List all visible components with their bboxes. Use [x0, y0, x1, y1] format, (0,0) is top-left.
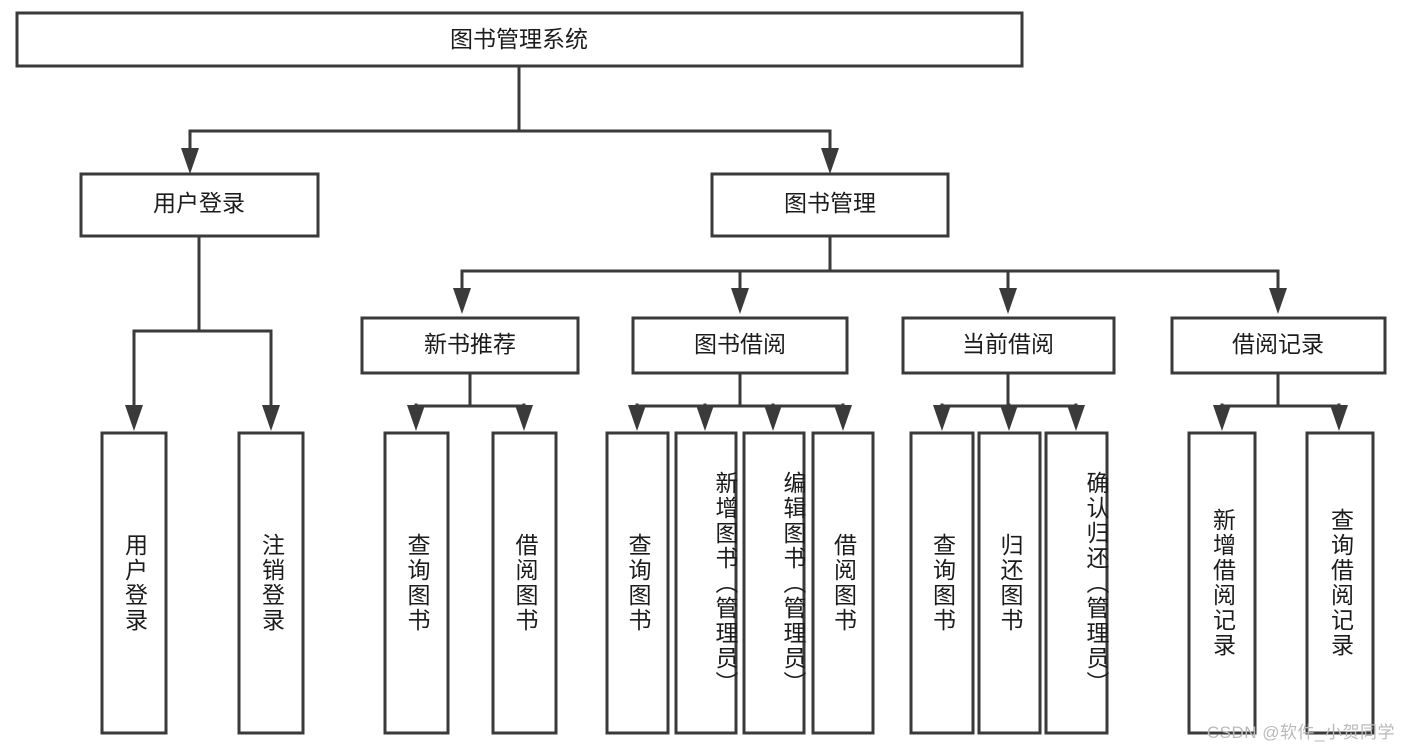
leaf-box-confirm-return[interactable] — [1044, 431, 1109, 735]
node-book-manage-label: 图书管理 — [784, 190, 876, 216]
connector-newbookrec-to-leaves — [407, 371, 533, 431]
leaf-box-query-book-3[interactable] — [909, 431, 975, 735]
node-new-book-rec[interactable]: 新书推荐 — [360, 316, 580, 375]
csdn-watermark: CSDN @软件_小贺同学 — [1206, 723, 1395, 742]
connector-userlogin-to-leaves — [125, 234, 280, 431]
connector-root-to-level2 — [181, 64, 839, 174]
connector-bookmanage-to-level3 — [453, 234, 1287, 314]
node-root-label: 图书管理系统 — [450, 26, 588, 52]
node-root[interactable]: 图书管理系统 — [15, 11, 1024, 68]
node-new-book-rec-label: 新书推荐 — [424, 331, 516, 357]
node-borrow-record-label: 借阅记录 — [1232, 331, 1324, 357]
node-book-manage[interactable]: 图书管理 — [710, 172, 950, 238]
leaf-box-query-book-2[interactable] — [605, 431, 670, 735]
node-user-login[interactable]: 用户登录 — [79, 172, 320, 238]
leaf-box-borrow-book-2[interactable] — [811, 431, 875, 735]
leaf-box-add-record[interactable] — [1187, 431, 1257, 735]
connector-currentborrow-to-leaves — [933, 371, 1085, 431]
leaf-box-query-book-1[interactable] — [383, 431, 450, 735]
leaf-box-user-logout[interactable] — [237, 431, 305, 735]
leaf-box-user-login[interactable] — [100, 431, 168, 735]
leaf-box-return-book[interactable] — [977, 431, 1042, 735]
node-book-borrow-label: 图书借阅 — [694, 331, 786, 357]
leaf-box-add-book[interactable] — [674, 431, 738, 735]
leaf-box-borrow-book-1[interactable] — [491, 431, 558, 735]
node-current-borrow-label: 当前借阅 — [962, 331, 1054, 357]
node-book-borrow[interactable]: 图书借阅 — [631, 316, 849, 375]
connector-borrowrecord-to-leaves — [1213, 371, 1348, 431]
node-user-login-label: 用户登录 — [153, 190, 245, 216]
node-borrow-record[interactable]: 借阅记录 — [1170, 316, 1387, 375]
connector-bookborrow-to-leaves — [628, 371, 852, 431]
leaf-box-edit-book[interactable] — [742, 431, 806, 735]
leaf-box-query-record[interactable] — [1305, 431, 1375, 735]
node-current-borrow[interactable]: 当前借阅 — [901, 316, 1116, 375]
